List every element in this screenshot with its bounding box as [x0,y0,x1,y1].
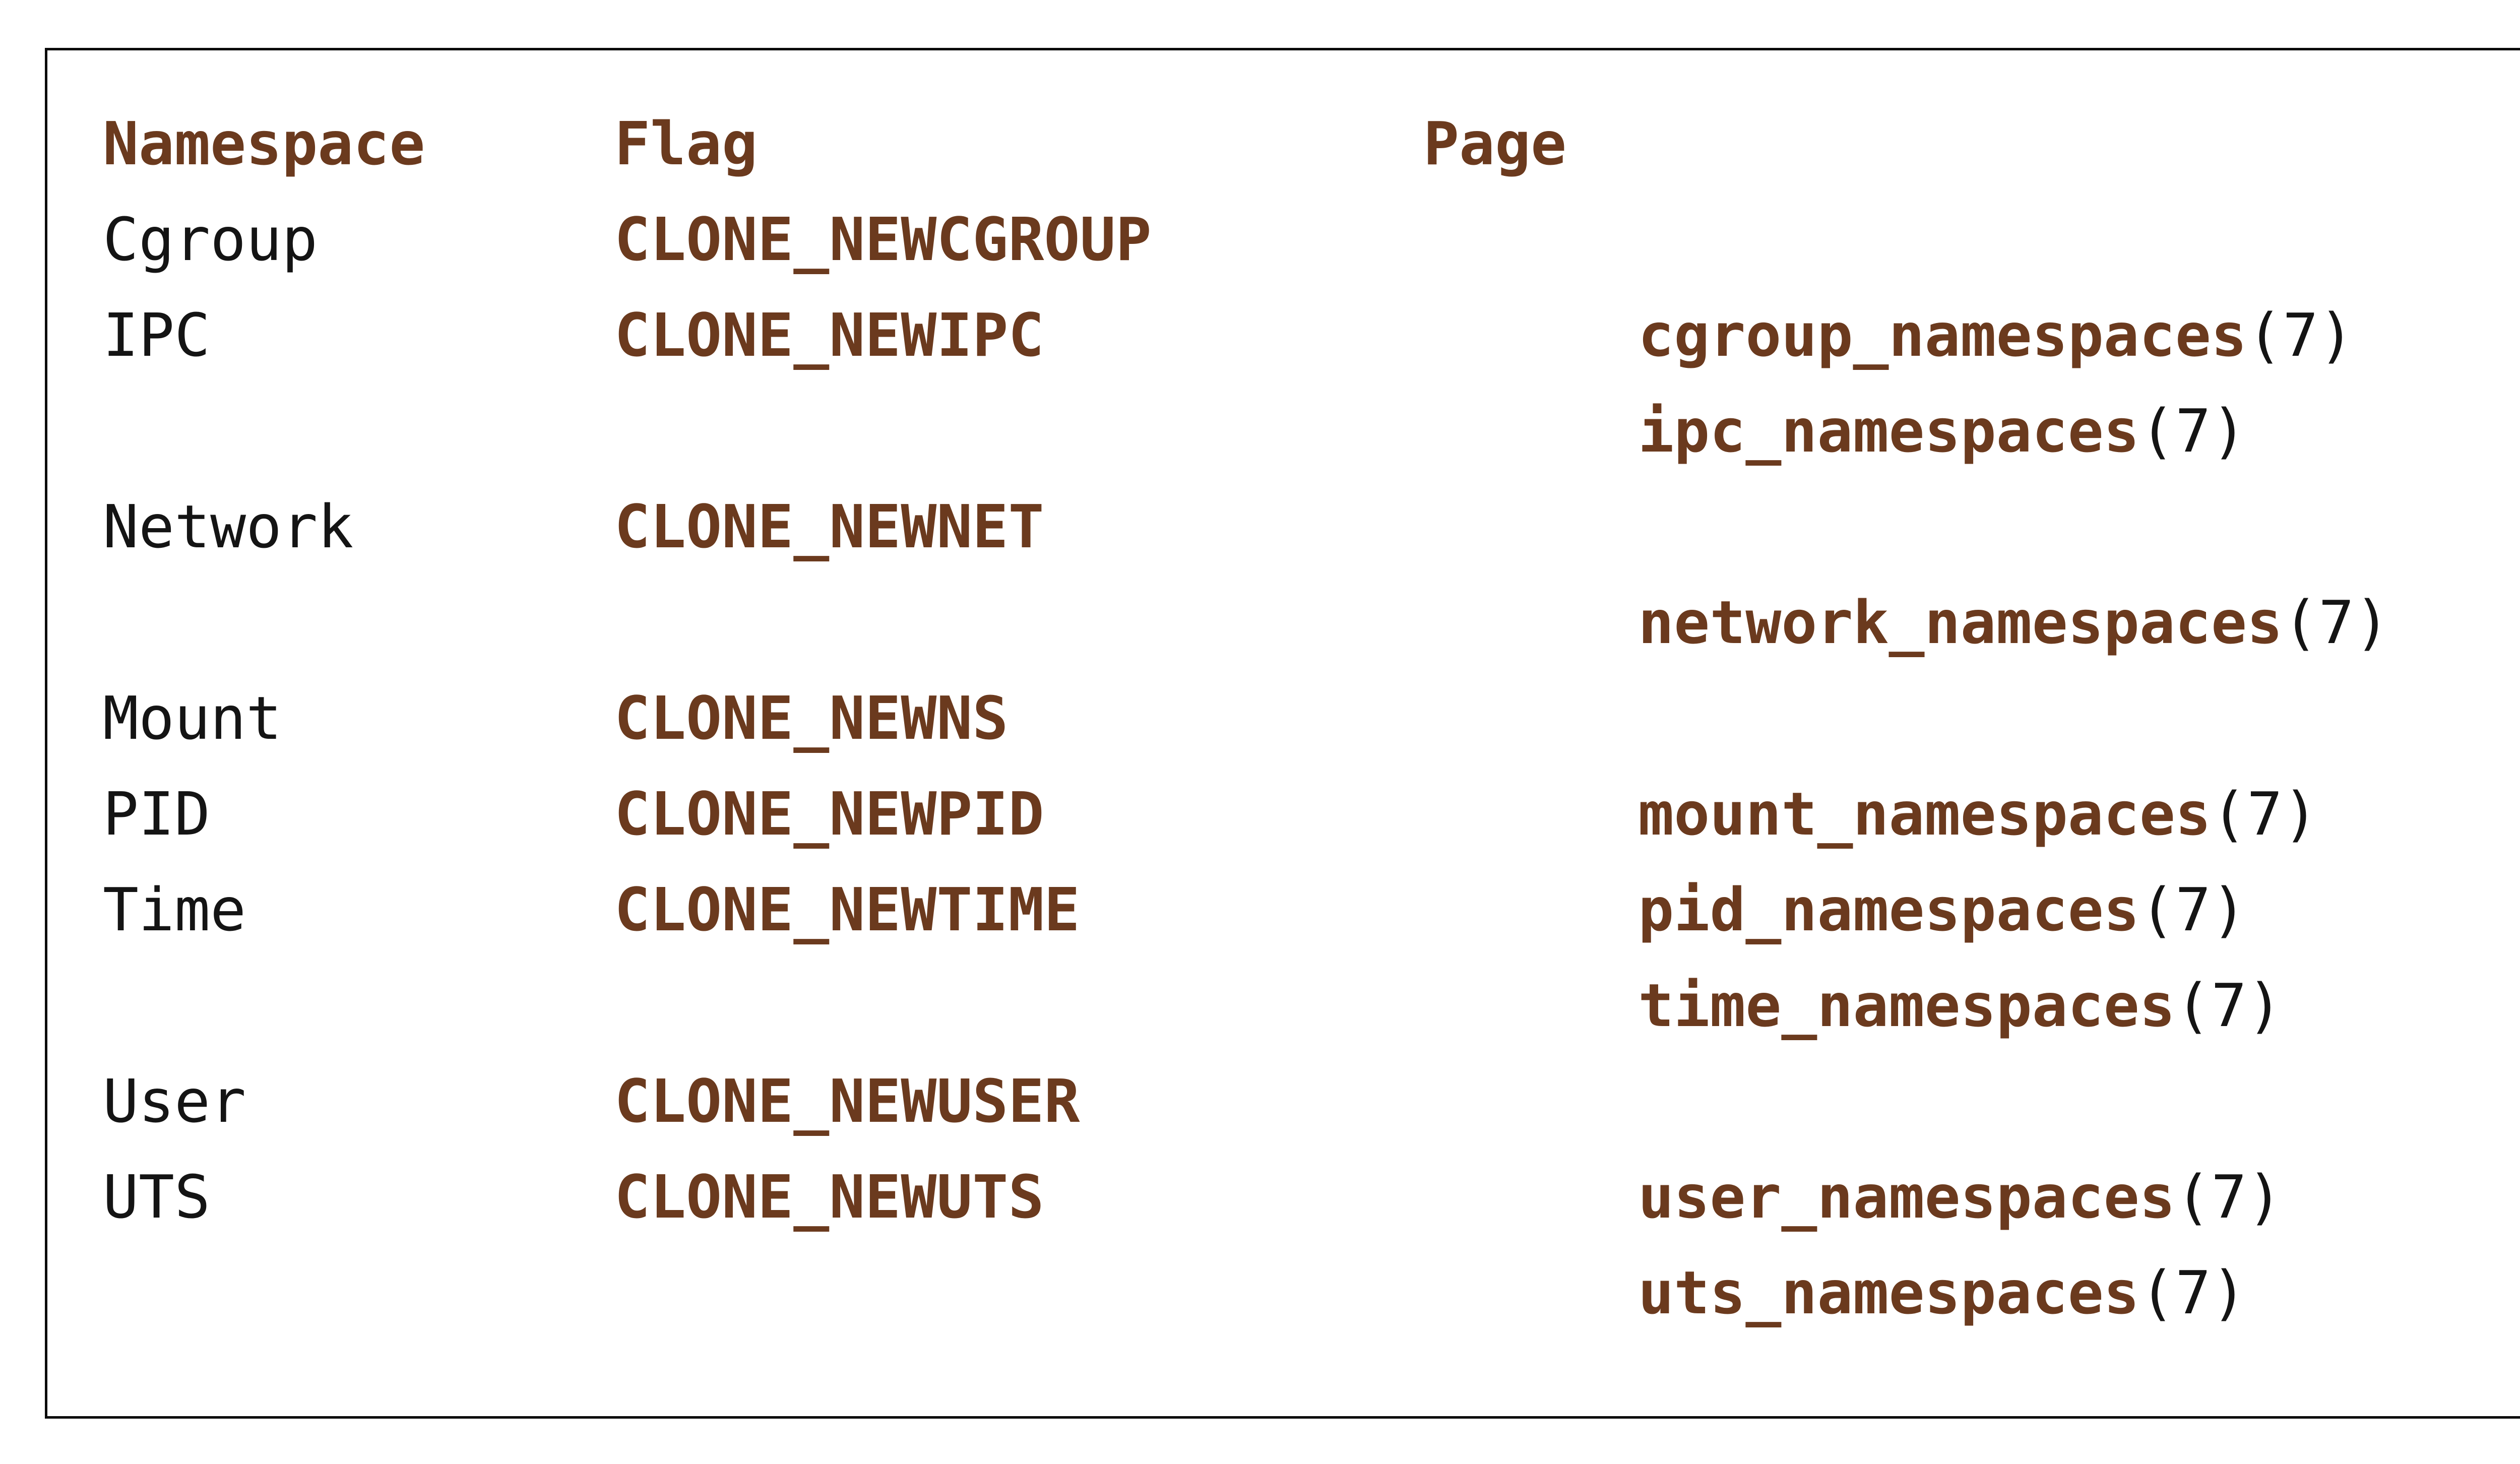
column-header-page: Page [1423,109,1567,178]
namespace-cell-user: User [103,1066,246,1136]
page-link-pid[interactable]: pid_namespaces [1638,875,2139,944]
page-link-mount[interactable]: mount_namespaces [1638,779,2211,849]
flag-cell-mount: CLONE_NEWNS [614,683,1009,753]
namespace-cell-pid: PID [103,779,211,849]
flag-cell-network: CLONE_NEWNET [614,492,1044,561]
page-link-ipc[interactable]: ipc_namespaces [1638,396,2139,466]
page-link-uts[interactable]: uts_namespaces [1638,1258,2139,1327]
namespace-cell-cgroup: Cgroup [103,205,318,274]
column-header-namespace: Namespace [103,109,425,178]
page-cell-cgroup[interactable]: cgroup_namespaces(7) [1423,192,2354,479]
page-cell-network[interactable]: network_namespaces(7) [1423,479,2390,766]
namespace-table-frame: Namespace Cgroup IPC Network Mount PID T… [45,48,2520,1419]
page-section-network: (7) [2283,588,2390,657]
page-cell-mount[interactable]: mount_namespaces(7) [1423,670,2318,958]
page-link-user[interactable]: user_namespaces [1638,1162,2175,1232]
page-section-mount: (7) [2211,779,2319,849]
namespace-cell-mount: Mount [103,683,282,753]
flag-cell-uts: CLONE_NEWUTS [614,1162,1044,1232]
page-link-network[interactable]: network_namespaces [1638,588,2283,657]
page-section-pid: (7) [2139,875,2247,944]
flag-cell-ipc: CLONE_NEWIPC [614,300,1044,370]
page-link-cgroup[interactable]: cgroup_namespaces [1638,300,2247,370]
page-cell-ipc[interactable]: ipc_namespaces(7) [1423,287,2247,575]
page-cell-uts[interactable]: uts_namespaces(7) [1423,1149,2247,1416]
page-cell-user[interactable]: user_namespaces(7) [1423,1053,2283,1341]
page-section-time: (7) [2175,971,2283,1040]
page-section-cgroup: (7) [2246,300,2355,370]
page-section-uts: (7) [2139,1258,2247,1327]
page-cell-pid[interactable]: pid_namespaces(7) [1423,766,2247,1053]
namespace-cell-time: Time [103,875,246,944]
flag-cell-pid: CLONE_NEWPID [614,779,1044,849]
page-link-time[interactable]: time_namespaces [1638,971,2175,1040]
column-header-flag: Flag [614,109,758,178]
namespace-cell-network: Network [103,492,354,561]
flag-cell-time: CLONE_NEWTIME [614,875,1080,944]
namespace-cell-ipc: IPC [103,300,211,370]
namespace-cell-uts: UTS [103,1162,211,1232]
flag-cell-cgroup: CLONE_NEWCGROUP [614,205,1152,274]
flag-cell-user: CLONE_NEWUSER [614,1066,1080,1136]
page-section-ipc: (7) [2139,396,2247,466]
page-section-user: (7) [2175,1162,2283,1232]
page-cell-time[interactable]: time_namespaces(7) [1423,862,2283,1149]
